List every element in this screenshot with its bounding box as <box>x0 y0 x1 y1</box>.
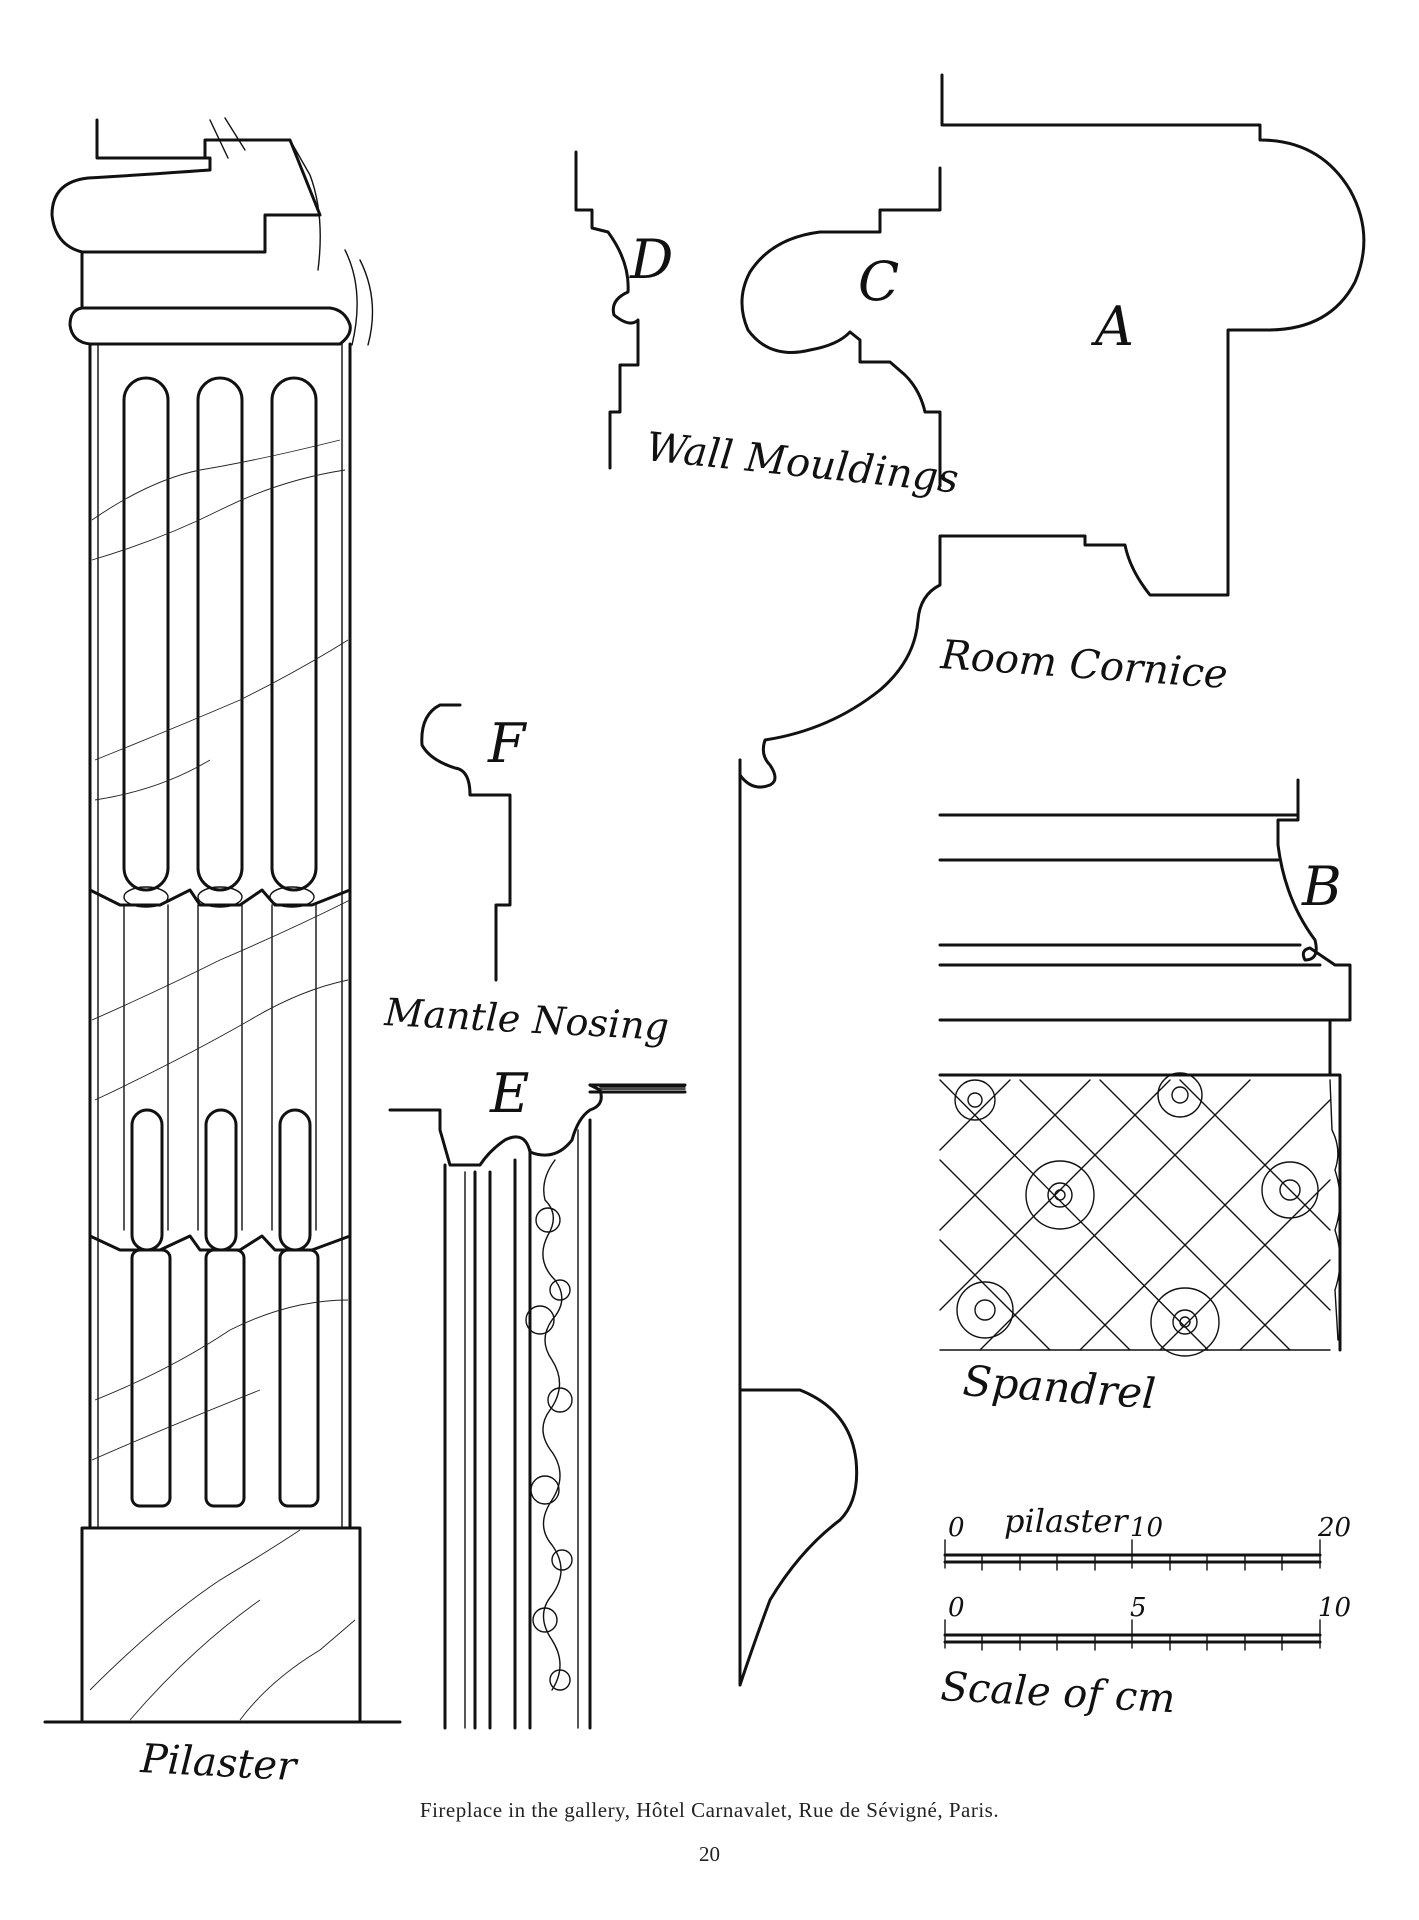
pilaster-scale-mid: 10 <box>1130 1513 1163 1543</box>
spandrel-label: Spandrel <box>961 1356 1157 1418</box>
room-cornice-label: Room Cornice <box>938 632 1229 698</box>
pilaster-scale-end: 20 <box>1317 1513 1351 1543</box>
rosette-6 <box>954 1079 996 1121</box>
section-letter-b: B <box>1301 855 1342 918</box>
scale-pilaster-label: pilaster <box>1004 1502 1129 1540</box>
pilaster-scale-start: 0 <box>948 1513 965 1543</box>
section-letter-f: F <box>487 712 528 775</box>
room-cornice-drawing <box>738 73 1366 1687</box>
section-letter-c: C <box>858 250 899 313</box>
rosette-4 <box>1261 1161 1319 1219</box>
cm-scale-bar <box>943 1619 1322 1651</box>
section-letter-a: A <box>1090 295 1134 358</box>
rosette-3 <box>956 1281 1014 1339</box>
cm-scale-mid: 5 <box>1130 1593 1147 1623</box>
figure-caption: Fireplace in the gallery, Hôtel Carnaval… <box>419 1798 1000 1822</box>
scale-of-cm-label: Scale of cm <box>939 1664 1176 1722</box>
mantle-nosing-drawing <box>420 703 512 982</box>
rosette-5 <box>1157 1072 1203 1118</box>
mantle-nosing-label: Mantle Nosing <box>383 990 671 1049</box>
cm-scale-start: 0 <box>948 1593 965 1623</box>
rosette-1 <box>1025 1160 1095 1230</box>
pilaster-scale-bar <box>943 1539 1322 1571</box>
page-number: 20 <box>699 1842 720 1866</box>
pilaster-drawing <box>43 117 402 1724</box>
wall-mouldings-label: Wall Mouldings <box>644 424 961 503</box>
e-section-drawing <box>388 1083 687 1730</box>
spandrel-drawing <box>938 778 1352 1357</box>
wall-mouldings-drawing <box>574 150 942 488</box>
cm-scale-end: 10 <box>1318 1593 1351 1623</box>
rosette-2 <box>1150 1287 1220 1357</box>
section-letter-e: E <box>489 1062 529 1125</box>
section-letter-d: D <box>629 228 673 291</box>
pilaster-label: Pilaster <box>138 1736 300 1790</box>
